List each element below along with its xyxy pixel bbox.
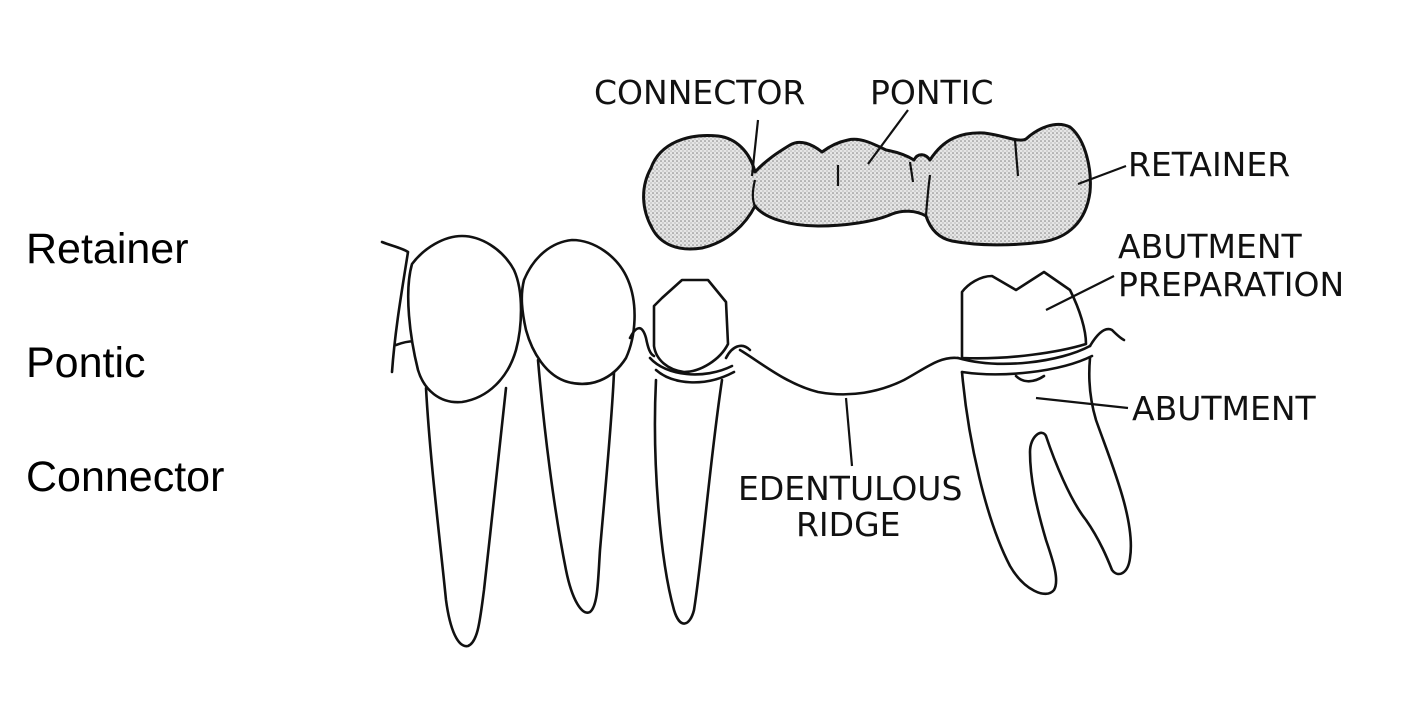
abutment-preparation-leader-line — [1045, 275, 1115, 311]
side-term-list: Retainer Pontic Connector — [26, 0, 346, 718]
gum-papilla — [628, 326, 656, 358]
gum-papilla — [724, 344, 752, 360]
connector-joint-line — [924, 174, 932, 217]
gum-line-left — [380, 240, 410, 374]
natural-tooth-1 — [406, 234, 523, 648]
label-retainer: RETAINER — [1128, 145, 1290, 184]
side-term-retainer: Retainer — [26, 225, 189, 273]
bridge-prosthesis — [642, 122, 1092, 251]
natural-tooth-3 — [648, 278, 736, 625]
bridge-outline — [642, 122, 1092, 251]
connector-leader-line — [750, 119, 760, 177]
label-pontic: PONTIC — [870, 73, 994, 112]
label-abutment-preparation-line1: ABUTMENT — [1118, 227, 1303, 266]
label-edentulous-ridge-line2: RIDGE — [796, 505, 901, 544]
pontic-leader-line — [867, 109, 909, 165]
side-term-pontic: Pontic — [26, 339, 146, 387]
abutment-tooth — [956, 270, 1133, 596]
abutment-preparation-shape — [960, 270, 1088, 360]
retainer-leader-line — [1077, 164, 1127, 186]
retainer-groove-line — [1013, 139, 1020, 177]
pontic-groove-line — [908, 161, 915, 183]
side-term-connector: Connector — [26, 453, 225, 501]
label-connector: CONNECTOR — [594, 73, 805, 112]
label-abutment: ABUTMENT — [1132, 389, 1317, 428]
edentulous-ridge-line — [738, 348, 960, 396]
gum-line-right — [1088, 327, 1126, 348]
label-edentulous-ridge-line1: EDENTULOUS — [738, 469, 962, 508]
connector-joint-line — [751, 179, 757, 207]
abutment-leader-line — [1035, 396, 1129, 410]
natural-tooth-2 — [520, 238, 636, 614]
edentulous-ridge-leader-line — [844, 397, 854, 467]
label-abutment-preparation-line2: PREPARATION — [1118, 265, 1344, 304]
